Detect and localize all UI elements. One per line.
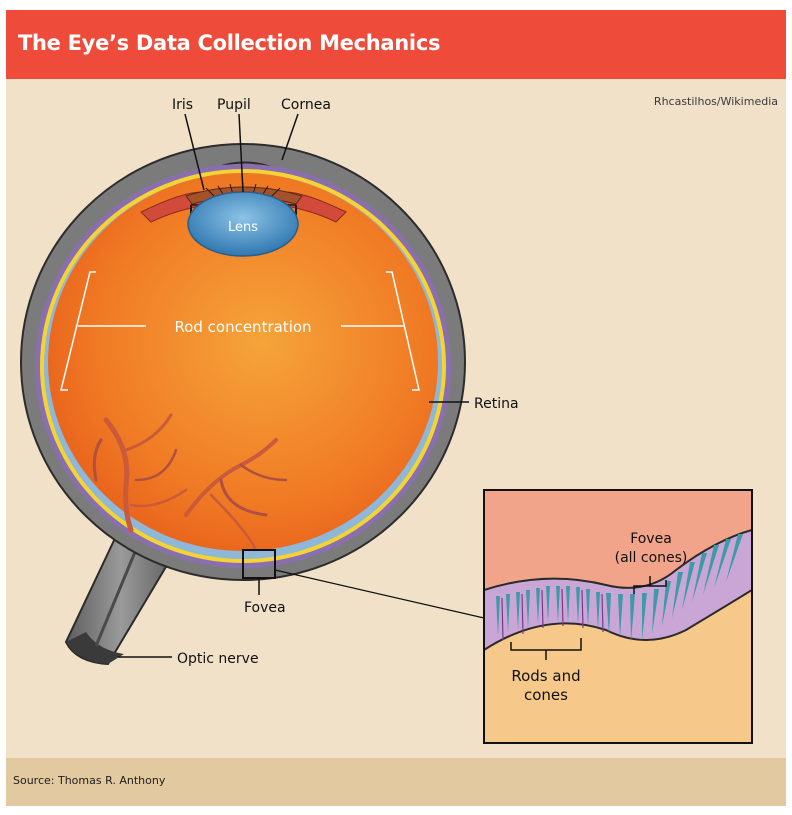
optic-nerve-label: Optic nerve bbox=[177, 651, 259, 667]
rods-cones-sublabel: cones bbox=[524, 686, 568, 704]
iris-label: Iris bbox=[172, 97, 193, 113]
eye-diagram: Lens Iris Pupil Cornea Rod concentration… bbox=[6, 10, 786, 806]
rods-cones-label: Rods and bbox=[511, 667, 580, 685]
inset-fovea-sublabel: (all cones) bbox=[615, 550, 688, 566]
footer-bar: Source: Thomas R. Anthony bbox=[6, 758, 786, 806]
source-credit: Source: Thomas R. Anthony bbox=[13, 774, 165, 787]
pupil-label: Pupil bbox=[217, 97, 251, 113]
cornea-label: Cornea bbox=[281, 97, 331, 113]
lens-label: Lens bbox=[228, 220, 258, 235]
fovea-label: Fovea bbox=[244, 600, 286, 616]
inset-fovea-label: Fovea bbox=[630, 531, 672, 547]
fovea-inset bbox=[484, 490, 752, 743]
retina-label: Retina bbox=[474, 396, 519, 412]
rod-concentration-label: Rod concentration bbox=[174, 318, 311, 336]
lens: Lens bbox=[188, 192, 298, 256]
infographic-frame: The Eye’s Data Collection Mechanics Rhca… bbox=[6, 10, 786, 806]
